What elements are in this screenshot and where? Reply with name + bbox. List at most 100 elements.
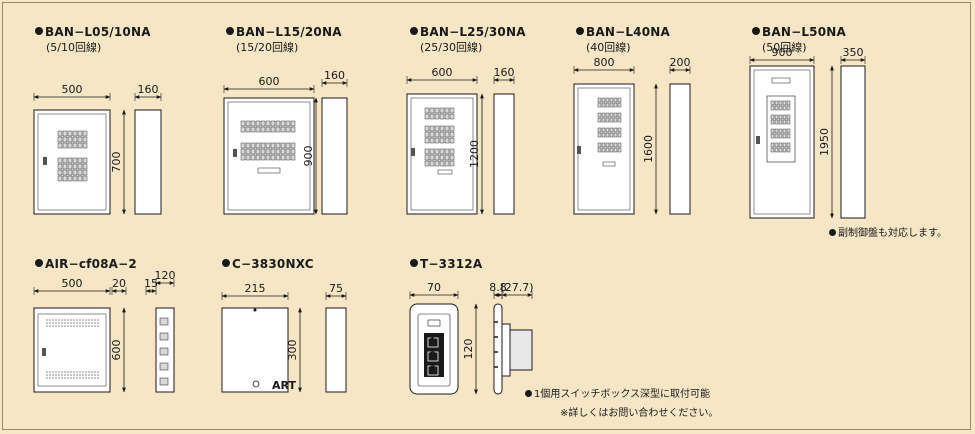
t3312-button-2 — [427, 351, 439, 362]
model-title-ban-l25: BAN−L25/30NA — [410, 25, 526, 39]
ban-l25-depth-dim-label: 160 — [494, 66, 515, 79]
ban-l50-handle-icon — [756, 136, 760, 144]
c3830-depth-dim-label: 75 — [329, 282, 343, 295]
ban-l40-breaker-row1 — [597, 97, 622, 108]
ban-l15-terminal — [257, 167, 281, 174]
model-title-ban-l40: BAN−L40NA — [576, 25, 670, 39]
bullet-icon — [35, 259, 43, 267]
bullet-icon — [576, 27, 584, 35]
ban-l05-breaker-lower — [57, 157, 88, 182]
c3830-lock-icon — [252, 380, 260, 388]
ban-l50-breaker-row4 — [770, 142, 791, 153]
model-title-ban-l50: BAN−L50NA — [752, 25, 846, 39]
ban-l05-depth-dim-label: 160 — [138, 83, 159, 96]
ban-l15-breaker-upper — [240, 120, 296, 133]
bullet-icon — [222, 259, 230, 267]
ban-l15-handle-icon — [233, 149, 237, 157]
air-side-port-0 — [159, 317, 169, 326]
c3830-width-dim-label: 215 — [245, 282, 266, 295]
ban-l25-breaker-lower — [424, 148, 455, 167]
bullet-icon — [525, 390, 532, 397]
ban-l40-width-dim-label: 800 — [594, 56, 615, 69]
ban-l40-breaker-row4 — [597, 142, 622, 153]
ban-l15-width-dim-label: 600 — [259, 75, 280, 88]
c3830-top-screw-icon — [253, 308, 257, 312]
ban-l40-handle-icon — [577, 146, 581, 154]
t3312-button-1 — [427, 337, 439, 348]
model-circuits-ban-l50: (50回線) — [762, 41, 807, 54]
c3830-front-panel — [221, 307, 289, 393]
air-height-dim-label: 600 — [110, 340, 123, 361]
ban-l05-inner-door — [37, 113, 107, 211]
ban-l05-width-dim-label: 500 — [62, 83, 83, 96]
t3312-inner-frame — [417, 313, 451, 387]
air-side-port-1 — [159, 332, 169, 341]
ban-l40-depth-dim-label: 200 — [670, 56, 691, 69]
ban-l25-breaker-upper — [424, 107, 455, 120]
t3312-box-depth-dim-label: (27.7) — [500, 281, 533, 294]
ban-l25-width-dim-label: 600 — [432, 66, 453, 79]
air-depth-dim-label: 120 — [155, 269, 176, 282]
c3830-height-dim-label: 300 — [286, 340, 299, 361]
ban-l05-handle-icon — [43, 157, 47, 165]
ban-l50-inner-door — [753, 69, 811, 215]
ban-l25-handle-icon — [411, 148, 415, 156]
bullet-icon — [410, 259, 418, 267]
ban-l40-breaker-row2 — [597, 112, 622, 123]
t3312-button-3 — [427, 365, 439, 376]
ban-l25-terminal — [437, 169, 453, 175]
t3312-height-dim-label: 120 — [462, 339, 475, 360]
ban-l50-depth-dim-label: 350 — [843, 46, 864, 59]
air-offset-dim-label: 20 — [112, 277, 126, 290]
ban-l50-height-dim-label: 1950 — [818, 128, 831, 156]
bullet-icon — [226, 27, 234, 35]
ban-l05-height-dim-label: 700 — [110, 152, 123, 173]
ban-l15-height-dim-label: 900 — [302, 146, 315, 167]
ban-l15-breaker-lower — [240, 142, 296, 161]
bullet-icon — [829, 229, 836, 236]
model-circuits-ban-l15: (15/20回線) — [236, 41, 299, 54]
air-side-port-4 — [159, 377, 169, 386]
model-circuits-ban-l25: (25/30回線) — [420, 41, 483, 54]
ban-l05-side-panel — [134, 109, 162, 215]
model-title-c-3830nxc: C−3830NXC — [222, 257, 314, 271]
t3312-depth-dim-label: 8.8 — [489, 281, 507, 294]
t3312-button-label-3: 3 — [430, 364, 437, 377]
ban-l50-breaker-row3 — [770, 128, 791, 139]
bullet-icon — [35, 27, 43, 35]
c3830-logo: ART — [272, 379, 296, 392]
air-width-dim-label: 500 — [62, 277, 83, 290]
ban-l50-breaker-row1 — [770, 100, 791, 111]
t3312-side-plate — [493, 303, 503, 395]
air-side-port-2 — [159, 347, 169, 356]
ban-l25-breaker-middle — [424, 125, 455, 144]
ban-l15-side-panel — [321, 97, 348, 215]
model-title-ban-l05: BAN−L05/10NA — [35, 25, 151, 39]
ban-l05-breaker-upper — [57, 130, 88, 149]
air-side-port-3 — [159, 362, 169, 371]
ban-l15-depth-dim-label: 160 — [324, 69, 345, 82]
ban-l40-height-dim-label: 1600 — [642, 135, 655, 163]
ban-l25-height-dim-label: 1200 — [468, 140, 481, 168]
t3312-width-dim-label: 70 — [427, 281, 441, 294]
bullet-icon — [410, 27, 418, 35]
ban-l40-breaker-row3 — [597, 127, 622, 138]
ban-l50-width-dim-label: 900 — [772, 46, 793, 59]
t3312-button-label-1: 1 — [430, 336, 437, 349]
ban-l15-inner-door — [227, 101, 311, 211]
model-circuits-ban-l40: (40回線) — [586, 41, 631, 54]
model-title-ban-l15: BAN−L15/20NA — [226, 25, 342, 39]
t3312-indicator — [427, 319, 441, 327]
model-circuits-ban-l05: (5/10回線) — [46, 41, 102, 54]
air-side-offset-dim-label: 15 — [144, 277, 158, 290]
ban-l40-side-panel — [669, 83, 691, 215]
ban-l50-nameplate — [771, 77, 791, 84]
note-switch-box: 1個用スイッチボックス深型に取付可能 — [525, 385, 710, 400]
ban-l25-side-panel — [493, 93, 515, 215]
note-sub-panel: 副制御盤も対応します。 — [829, 224, 947, 239]
ban-l50-breaker-row2 — [770, 114, 791, 125]
ban-l40-terminal — [602, 161, 616, 167]
bullet-icon — [752, 27, 760, 35]
